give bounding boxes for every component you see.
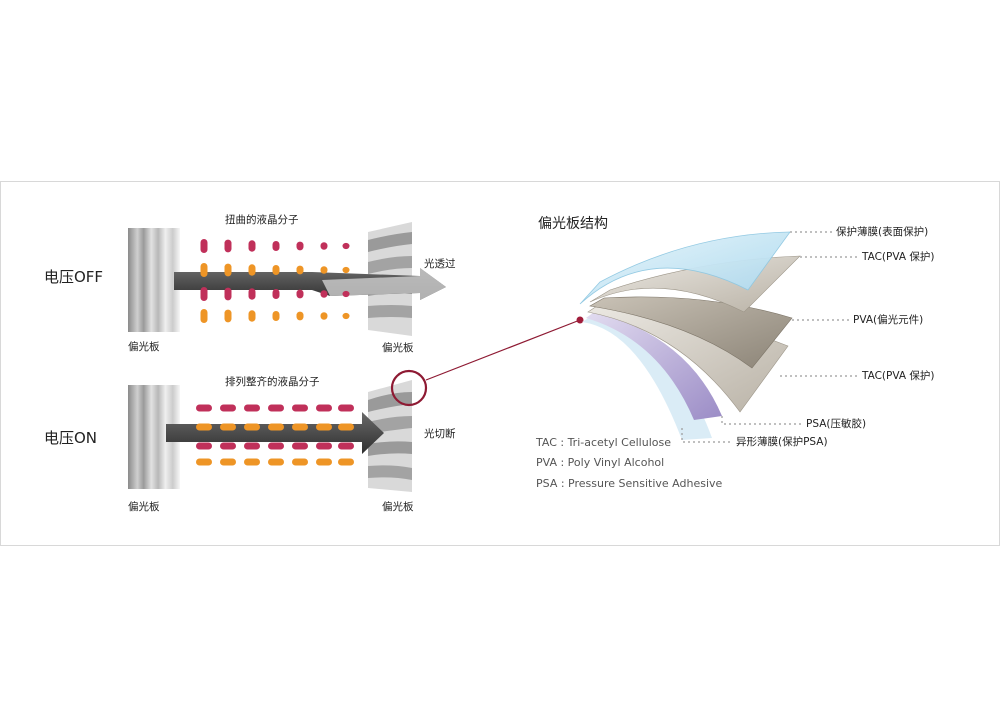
glossary: TAC : Tri-acetyl Cellulose PVA : Poly Vi… — [535, 436, 723, 490]
lc-molecule — [342, 312, 350, 320]
layer-label-protect-film: 保护薄膜(表面保护) — [836, 225, 928, 238]
on-state-label: 电压ON — [44, 429, 97, 447]
lc-molecule — [342, 290, 350, 298]
off-state-label: 电压OFF — [44, 268, 103, 286]
lc-molecule — [244, 404, 260, 412]
lc-molecule — [268, 442, 284, 450]
lc-molecule — [320, 290, 328, 298]
layer-labels: 保护薄膜(表面保护) TAC(PVA 保护) PVA(偏光元件) TAC(PVA… — [736, 225, 935, 448]
lc-molecule — [224, 239, 232, 253]
on-right-polarizer — [368, 380, 412, 492]
lc-molecule — [296, 241, 304, 251]
structure-title: 偏光板结构 — [538, 216, 608, 232]
layer-label-pva: PVA(偏光元件) — [853, 313, 923, 326]
glossary-pva: PVA : Poly Vinyl Alcohol — [536, 456, 664, 469]
structure-section: 偏光板结构 保护薄膜(表面保护) TAC(PVA 保护) — [535, 216, 935, 490]
on-light-label: 光切断 — [424, 427, 456, 440]
lc-molecule — [196, 442, 212, 450]
off-left-polarizer — [128, 228, 180, 332]
lc-molecule — [338, 404, 354, 412]
lc-molecule — [248, 264, 256, 276]
lc-molecule — [272, 240, 280, 252]
lc-molecule — [296, 265, 304, 275]
lc-molecule — [316, 404, 332, 412]
connector-dot — [576, 316, 584, 324]
lc-molecule — [244, 442, 260, 450]
off-right-polarizer-label: 偏光板 — [382, 341, 414, 354]
lc-molecule — [248, 240, 256, 252]
lc-molecule — [342, 266, 350, 274]
lc-molecule — [224, 309, 232, 323]
lc-molecule — [316, 458, 332, 466]
glossary-tac: TAC : Tri-acetyl Cellulose — [535, 436, 671, 449]
lc-molecule — [248, 310, 256, 322]
lc-molecule — [244, 423, 260, 431]
layer-label-tac-upper: TAC(PVA 保护) — [861, 250, 935, 263]
lc-molecule — [200, 263, 208, 277]
lc-molecule — [316, 442, 332, 450]
off-section: 电压OFF 扭曲的液晶分子 偏光板 偏光板 光透过 — [44, 213, 456, 354]
lc-molecule — [272, 310, 280, 322]
lc-molecule — [196, 404, 212, 412]
lc-molecule — [220, 442, 236, 450]
layer-label-psa: PSA(压敏胶) — [806, 417, 866, 430]
lc-molecule — [196, 458, 212, 466]
lc-molecule — [268, 404, 284, 412]
lc-molecule — [292, 423, 308, 431]
on-section: 电压ON 排列整齐的液晶分子 偏光板 偏光板 光切断 — [44, 369, 456, 513]
lc-molecule — [292, 458, 308, 466]
lc-molecule — [244, 458, 260, 466]
lc-molecule — [316, 423, 332, 431]
off-molecule-grid — [200, 239, 350, 323]
lc-molecule — [272, 264, 280, 276]
lc-molecule — [296, 311, 304, 321]
lc-molecule — [200, 287, 208, 301]
lc-molecule — [272, 288, 280, 300]
highlight-circle — [390, 369, 428, 407]
lc-molecule — [200, 309, 208, 323]
on-molecule-grid — [196, 404, 354, 466]
layer-label-release-film: 异形薄膜(保护PSA) — [736, 435, 828, 448]
layer-label-tac-lower: TAC(PVA 保护) — [861, 369, 935, 382]
lc-molecule — [320, 242, 328, 250]
lc-molecule — [196, 423, 212, 431]
lc-molecule — [338, 442, 354, 450]
off-light-label: 光透过 — [424, 257, 456, 270]
lc-molecule — [320, 312, 328, 320]
connector-line — [425, 319, 581, 381]
off-molecules-title: 扭曲的液晶分子 — [225, 213, 299, 226]
lc-molecule — [220, 458, 236, 466]
glossary-psa: PSA : Pressure Sensitive Adhesive — [536, 477, 723, 490]
on-molecules-title: 排列整齐的液晶分子 — [225, 375, 320, 388]
lc-molecule — [224, 263, 232, 277]
lc-molecule — [268, 458, 284, 466]
lc-molecule — [292, 442, 308, 450]
on-right-polarizer-label: 偏光板 — [382, 500, 414, 513]
lc-molecule — [296, 289, 304, 299]
lc-molecule — [224, 287, 232, 301]
lc-molecule — [342, 242, 350, 250]
lc-molecule — [338, 458, 354, 466]
lc-molecule — [220, 404, 236, 412]
lc-molecule — [220, 423, 236, 431]
off-left-polarizer-label: 偏光板 — [128, 340, 160, 353]
lc-molecule — [268, 423, 284, 431]
lc-molecule — [338, 423, 354, 431]
on-left-polarizer-label: 偏光板 — [128, 500, 160, 513]
lc-molecule — [292, 404, 308, 412]
lc-molecule — [248, 288, 256, 300]
layer-stack — [579, 231, 801, 440]
layer-leaders — [681, 231, 858, 443]
lc-molecule — [200, 239, 208, 253]
on-light-arrow — [166, 412, 384, 454]
lc-molecule — [320, 266, 328, 274]
